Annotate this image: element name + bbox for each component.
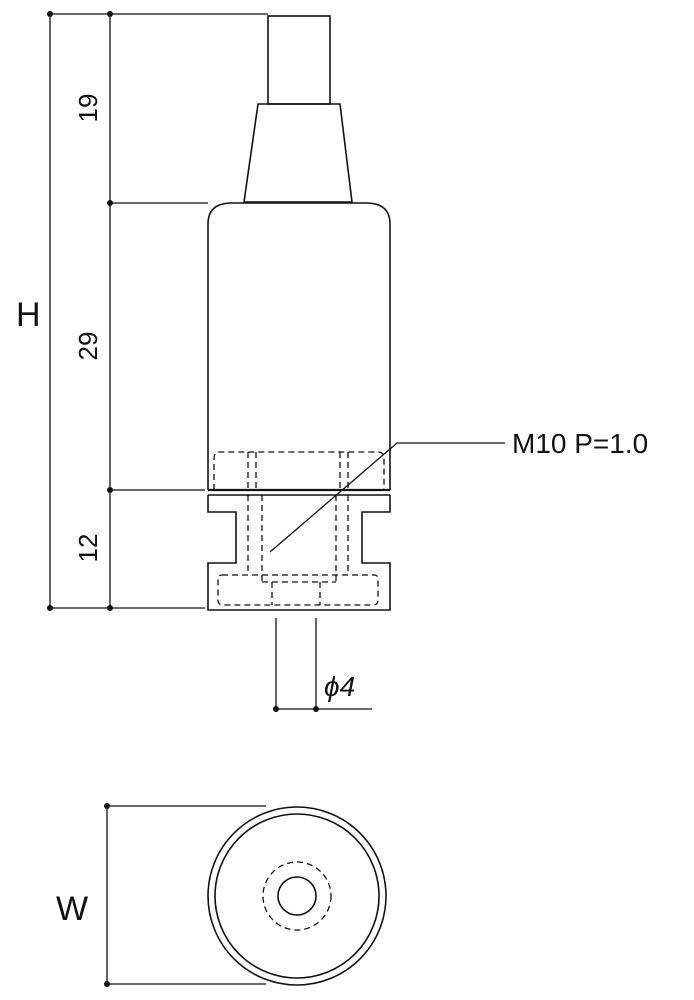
label-thread: M10 P=1.0: [512, 428, 648, 459]
thread-leader: [269, 442, 505, 553]
dim-dot: [107, 605, 113, 611]
dim-dot: [104, 803, 110, 809]
label-segment-middle: 29: [73, 332, 103, 361]
label-segment-bottom: 12: [73, 534, 103, 563]
label-pin-diameter: ϕ4: [324, 671, 355, 702]
foot-outline: [207, 495, 391, 611]
side-view: [207, 15, 391, 611]
main-body: [207, 202, 391, 490]
hidden-nut: [213, 451, 385, 490]
dim-dot: [107, 200, 113, 206]
center-hole: [277, 876, 317, 916]
hidden-bolt-head: [217, 574, 379, 606]
dim-dot: [47, 11, 53, 17]
dimension-lines: [47, 11, 505, 712]
dim-dot: [47, 605, 53, 611]
top-shaft: [267, 15, 331, 105]
label-h: H: [16, 296, 41, 334]
dim-dot: [107, 11, 113, 17]
tapered-collar: [243, 103, 353, 203]
dim-dot: [104, 981, 110, 987]
bottom-view: [104, 803, 387, 987]
label-w: W: [56, 890, 88, 928]
dim-dot: [273, 706, 279, 712]
label-segment-top: 19: [73, 94, 103, 123]
inner-ring: [214, 813, 380, 979]
dim-dot: [107, 487, 113, 493]
dim-dot: [313, 706, 319, 712]
hidden-bolt-circle: [262, 861, 332, 931]
labels: H 19 29 12 M10 P=1.0 ϕ4 W: [16, 94, 648, 928]
outer-ring: [207, 806, 387, 986]
